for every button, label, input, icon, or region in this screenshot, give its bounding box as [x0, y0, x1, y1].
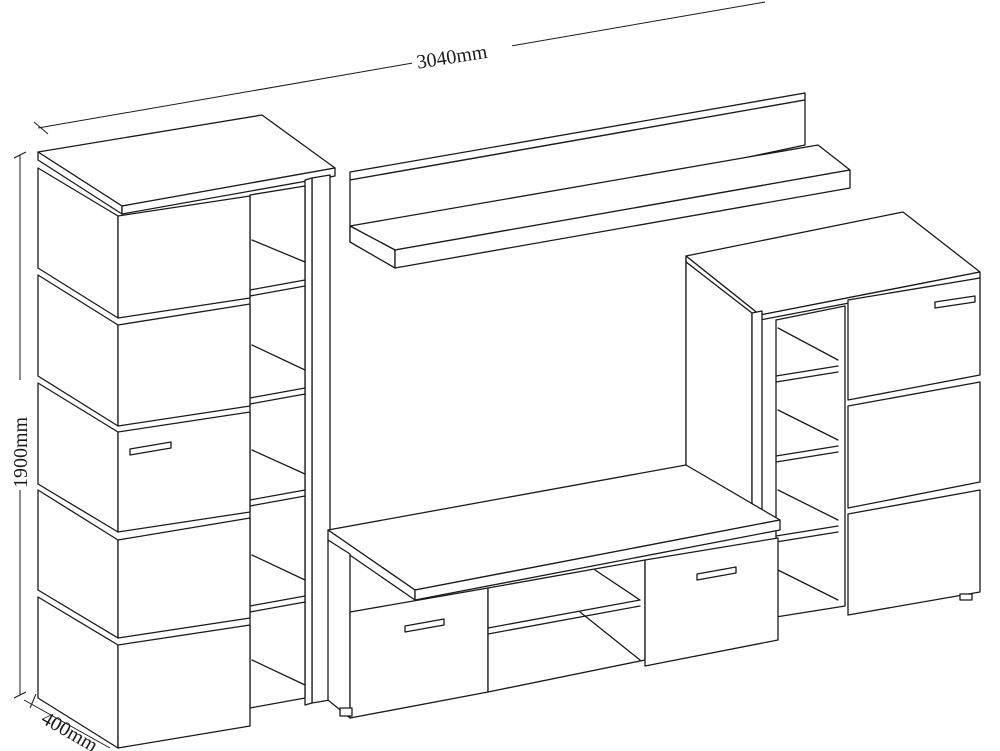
- height-label-bg: [6, 380, 34, 490]
- left-shelf-1: [249, 279, 306, 291]
- tv-bench-top-side-edge: [414, 519, 781, 601]
- right-drawer-3-front: [847, 489, 981, 616]
- left-cabinet-side-panel: [311, 174, 331, 704]
- tv-bench-middle-shelf: [487, 599, 641, 629]
- height-dimension-tick-bottom: [13, 691, 27, 699]
- height-dimension-tick-top: [13, 151, 27, 159]
- right-shelf-1: [775, 365, 839, 377]
- right-drawer-1-front: [847, 277, 981, 401]
- left-cabinet-side-panel-edge: [304, 177, 313, 706]
- left-drawer-4-front: [117, 517, 251, 639]
- tv-bench-drawer-right-handle: [696, 566, 737, 581]
- right-shelf-2: [775, 445, 839, 457]
- wall-shelf-board-side: [394, 169, 851, 269]
- tv-bench-drawer-left: [349, 587, 489, 719]
- left-shelf-4: [249, 595, 306, 607]
- right-cabinet-foot: [959, 593, 973, 601]
- width-dimension-tick-left: [33, 121, 49, 135]
- left-cabinet-top-side-edge: [121, 167, 336, 215]
- tv-bench-left-side: [327, 539, 351, 719]
- wall-shelf: [349, 92, 851, 269]
- left-shelf-3: [249, 489, 306, 501]
- height-dimension: 1900mm: [6, 151, 34, 699]
- left-drawer-2-front: [117, 303, 251, 427]
- depth-dimension-line: [23, 699, 111, 749]
- width-dimension-line: [37, 1, 766, 129]
- tv-bench-drawer-right: [644, 537, 779, 667]
- left-drawer-5-front: [117, 624, 251, 749]
- left-drawer-3-handle: [129, 441, 172, 456]
- left-tall-cabinet: [37, 114, 336, 749]
- right-shelf-3: [775, 525, 839, 537]
- right-drawer-1-handle: [934, 295, 976, 309]
- right-drawer-2-front: [847, 381, 981, 509]
- left-drawer-3-front: [117, 411, 251, 533]
- right-cabinet-shelf-back: [775, 305, 846, 618]
- depth-dimension-tick: [29, 693, 37, 709]
- tv-bench-drawer-left-handle: [404, 618, 445, 633]
- tv-bench: [327, 464, 781, 719]
- tv-bench-foot: [339, 707, 353, 717]
- left-shelf-2: [249, 387, 306, 399]
- width-label-bg: [412, 40, 512, 66]
- right-tall-cabinet: [685, 211, 981, 618]
- left-cabinet-shelf-back: [249, 185, 306, 709]
- height-label: 1900mm: [10, 416, 32, 488]
- width-dimension: 3040mm: [33, 1, 766, 135]
- left-drawer-1-front: [117, 195, 251, 319]
